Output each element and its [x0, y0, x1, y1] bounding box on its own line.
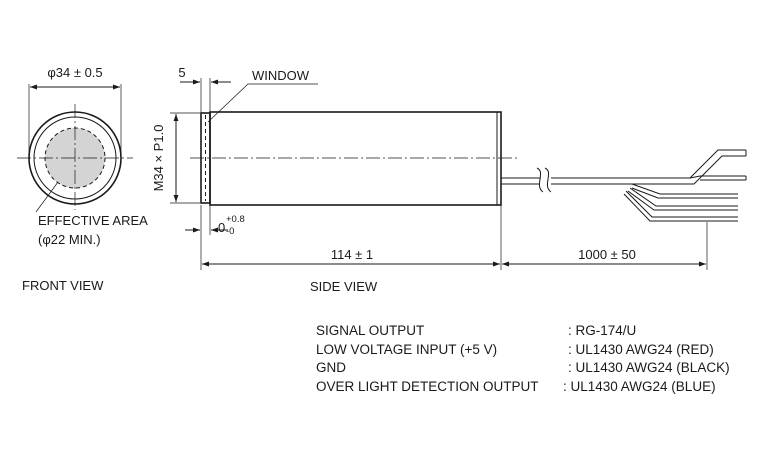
spec-value-low-voltage-input: : UL1430 AWG24 (RED): [568, 341, 714, 357]
front-view-caption: FRONT VIEW: [22, 278, 104, 293]
window-label: WINDOW: [252, 68, 310, 83]
cable-length-label: 1000 ± 50: [578, 247, 636, 262]
spec-name-low-voltage-input: LOW VOLTAGE INPUT (+5 V): [316, 341, 498, 357]
side-view-caption: SIDE VIEW: [310, 279, 378, 294]
window-leader: [207, 83, 318, 123]
cable-wires: [551, 149, 747, 222]
offset-plus-label: +0.8: [226, 214, 245, 225]
front-view: φ34 ± 0.5 EFFECTIVE AREA (φ22 MIN.) FRON…: [17, 65, 148, 293]
spec-value-over-light-detection: : UL1430 AWG24 (BLUE): [563, 378, 716, 394]
offset-minus-label: -0: [226, 226, 234, 237]
side-view: 5 WINDOW M34 × P1.0: [151, 65, 747, 294]
spec-name-gnd: GND: [316, 360, 346, 375]
spec-value-gnd: : UL1430 AWG24 (BLACK): [568, 360, 730, 375]
thread-label: M34 × P1.0: [151, 125, 166, 192]
spec-name-signal-output: SIGNAL OUTPUT: [316, 323, 425, 338]
spec-value-signal-output: : RG-174/U: [568, 323, 637, 338]
sensor-body: [209, 111, 502, 206]
effective-area-leader: [35, 181, 59, 213]
window-thickness-label: 5: [178, 65, 185, 80]
cable-break-mark: [536, 167, 552, 193]
offset-base-label: 0: [218, 220, 225, 235]
effective-area-dim: (φ22 MIN.): [38, 232, 101, 247]
front-diameter-label: φ34 ± 0.5: [47, 65, 102, 80]
length-label: 114 ± 1: [331, 247, 373, 262]
spec-name-over-light-detection: OVER LIGHT DETECTION OUTPUT: [316, 378, 539, 394]
effective-area-label: EFFECTIVE AREA: [38, 213, 148, 228]
